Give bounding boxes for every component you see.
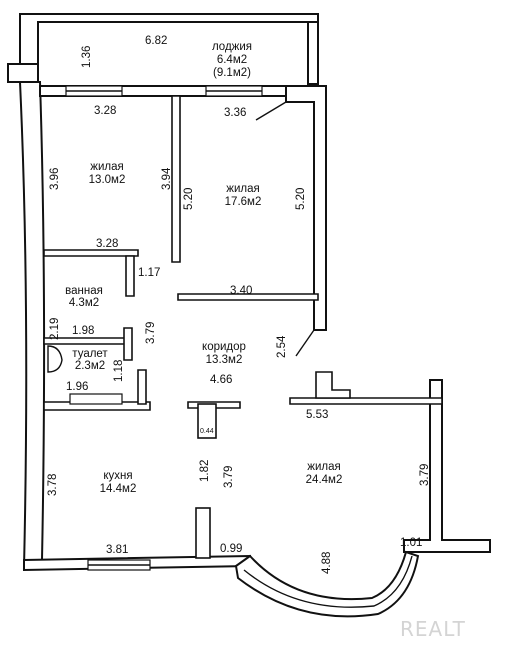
bathroom-name: ванная bbox=[65, 285, 103, 297]
dim-l3-bottom: 1.01 bbox=[400, 537, 422, 549]
living1-area: 13.0м2 bbox=[89, 174, 126, 186]
kitchen-name: кухня bbox=[103, 470, 132, 482]
dim-corr-top: 3.40 bbox=[230, 285, 252, 297]
wall-living2-bottom bbox=[177, 293, 319, 301]
left-outer-wall bbox=[18, 81, 46, 570]
interior-walls bbox=[43, 95, 319, 559]
dim-bay-depth: 4.88 bbox=[321, 552, 333, 574]
dim-bath-top: 3.28 bbox=[96, 238, 118, 250]
living3-top-wall bbox=[289, 397, 443, 405]
living3-name: жилая bbox=[307, 461, 340, 473]
wall-toilet-right bbox=[123, 327, 133, 361]
dim-loggia-depth: 1.36 bbox=[81, 46, 93, 68]
dim-l2-right: 5.20 bbox=[295, 188, 307, 210]
wall-bath-right bbox=[125, 255, 135, 297]
dim-l2-top: 3.36 bbox=[224, 107, 246, 119]
dim-l1-top: 3.28 bbox=[94, 105, 116, 117]
dim-l1-left: 3.96 bbox=[49, 168, 61, 190]
windows bbox=[65, 85, 263, 571]
dim-l1-right: 3.94 bbox=[161, 167, 173, 190]
living2-name: жилая bbox=[226, 183, 259, 195]
toilet-name: туалет bbox=[72, 348, 108, 360]
wall-toilet-stub bbox=[137, 369, 147, 405]
dim-column: 0.44 bbox=[200, 428, 214, 435]
dim-corr-right: 2.54 bbox=[276, 335, 288, 358]
dim-l3-top: 5.53 bbox=[306, 409, 328, 421]
toilet-fixture bbox=[47, 345, 63, 373]
dimension-labels: 6.82 1.36 3.28 3.36 3.96 3.94 5.20 5.20 … bbox=[47, 35, 431, 574]
bay-window bbox=[234, 550, 420, 618]
loggia-name: лоджия bbox=[212, 41, 252, 53]
living1-name: жилая bbox=[90, 161, 123, 173]
toilet-bottom-glass bbox=[69, 393, 123, 405]
kitchen-area: 14.4м2 bbox=[100, 483, 137, 495]
left-outer-stub bbox=[7, 63, 39, 83]
column bbox=[197, 403, 217, 439]
watermark: REALT bbox=[400, 617, 466, 641]
dim-kitchen-right1: 1.82 bbox=[199, 460, 211, 482]
living3-corner bbox=[315, 371, 351, 399]
room-labels: лоджия 6.4м2 (9.1м2) жилая 13.0м2 жилая … bbox=[65, 41, 342, 495]
loggia-right-wall bbox=[307, 21, 319, 85]
dim-kitchen-door: 0.99 bbox=[220, 543, 242, 555]
door-corridor-swing bbox=[295, 329, 315, 357]
dim-corr-left: 3.79 bbox=[145, 322, 157, 344]
dim-corr-width: 4.66 bbox=[210, 374, 232, 386]
bathroom-area: 4.3м2 bbox=[69, 297, 99, 309]
loggia-area: 6.4м2 bbox=[217, 54, 247, 66]
dim-kitchen-bottom: 3.81 bbox=[106, 544, 128, 556]
dim-kitchen-left: 3.78 bbox=[47, 474, 59, 496]
dim-toilet-top: 1.98 bbox=[72, 325, 94, 337]
dim-l2-left: 5.20 bbox=[183, 188, 195, 210]
dim-bath-right: 1.17 bbox=[138, 267, 160, 279]
dim-l3-right: 3.79 bbox=[419, 464, 431, 486]
corridor-name: коридор bbox=[202, 341, 246, 353]
wall-kitchen-partition bbox=[195, 507, 211, 559]
dim-toilet-bottom: 1.96 bbox=[66, 381, 88, 393]
corridor-area: 13.3м2 bbox=[206, 354, 243, 366]
loggia-area-alt: (9.1м2) bbox=[213, 67, 251, 79]
right-wall-lower bbox=[403, 379, 491, 553]
dim-kitchen-right2: 3.79 bbox=[223, 466, 235, 488]
dim-loggia-width: 6.82 bbox=[145, 35, 167, 47]
dim-toilet-right: 1.18 bbox=[113, 360, 125, 382]
dim-bath-left: 2.19 bbox=[49, 318, 61, 340]
living2-area: 17.6м2 bbox=[225, 196, 262, 208]
wall-living1-bottom bbox=[43, 249, 139, 257]
wall-living1-living2 bbox=[171, 95, 181, 263]
loggia-wall bbox=[19, 13, 319, 81]
living3-area: 24.4м2 bbox=[306, 474, 343, 486]
toilet-area: 2.3м2 bbox=[75, 360, 105, 372]
door-loggia-swing bbox=[255, 101, 287, 121]
